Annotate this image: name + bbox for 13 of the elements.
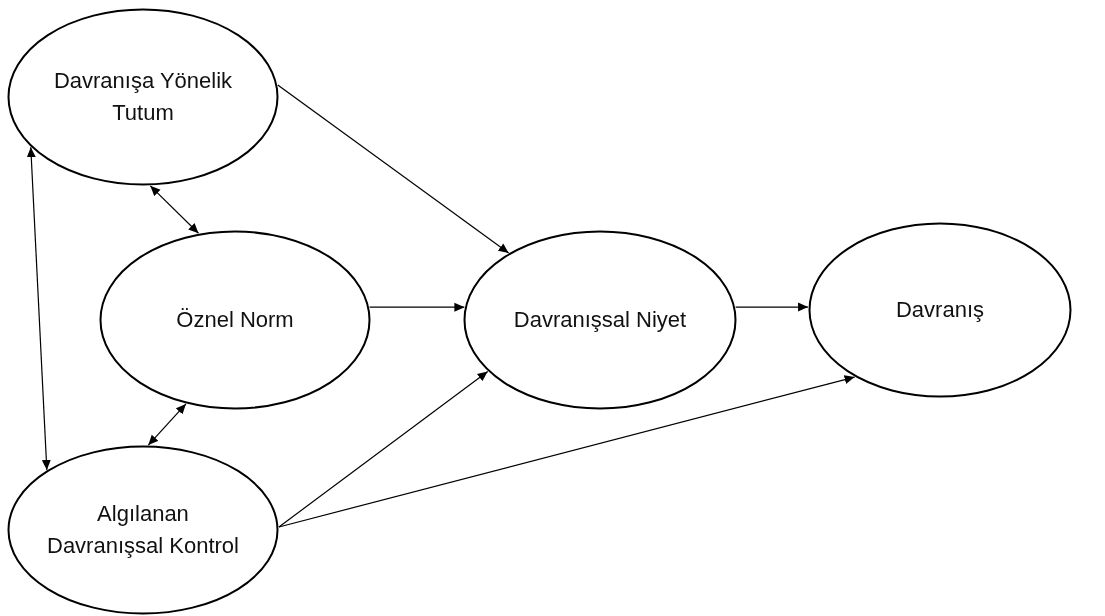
arrow xyxy=(278,370,489,528)
arrow xyxy=(147,403,187,446)
node-label: Davranışa Yönelik Tutum xyxy=(52,67,234,127)
arrow xyxy=(735,302,809,312)
arrow xyxy=(149,185,200,234)
node-label: Davranışsal Niyet xyxy=(513,306,687,335)
arrow xyxy=(278,375,856,528)
node-label: Öznel Norm xyxy=(176,306,294,335)
node-label: Davranış xyxy=(895,296,984,325)
arrow xyxy=(26,146,51,471)
arrow xyxy=(277,84,510,254)
arrow xyxy=(368,302,465,312)
node-label: Algılanan Davranışsal Kontrol xyxy=(46,500,240,560)
